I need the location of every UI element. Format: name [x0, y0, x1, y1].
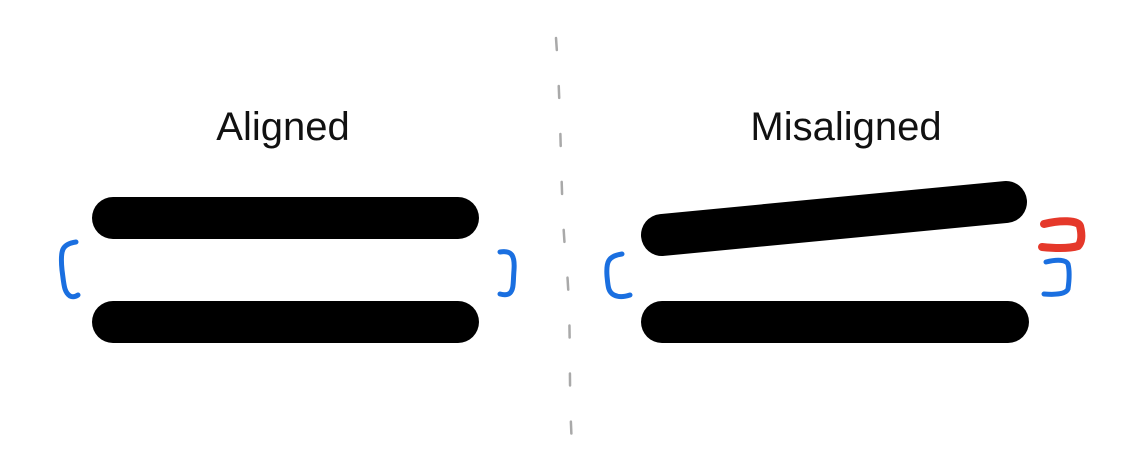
aligned-left-gap-bracket: [58, 239, 81, 300]
aligned-title: Aligned: [216, 105, 349, 149]
misaligned-tilted-top-bar: [641, 181, 1027, 256]
misaligned-left-gap-bracket: [604, 251, 633, 299]
panel-divider: [554, 36, 574, 447]
misaligned-panel: Misaligned: [604, 105, 1086, 343]
misaligned-offset-bracket: [1038, 217, 1086, 252]
aligned-right-gap-bracket: [497, 249, 517, 298]
aligned-panel: Aligned: [58, 105, 517, 343]
misaligned-right-gap-bracket: [1041, 257, 1072, 297]
misaligned-title: Misaligned: [750, 105, 941, 149]
